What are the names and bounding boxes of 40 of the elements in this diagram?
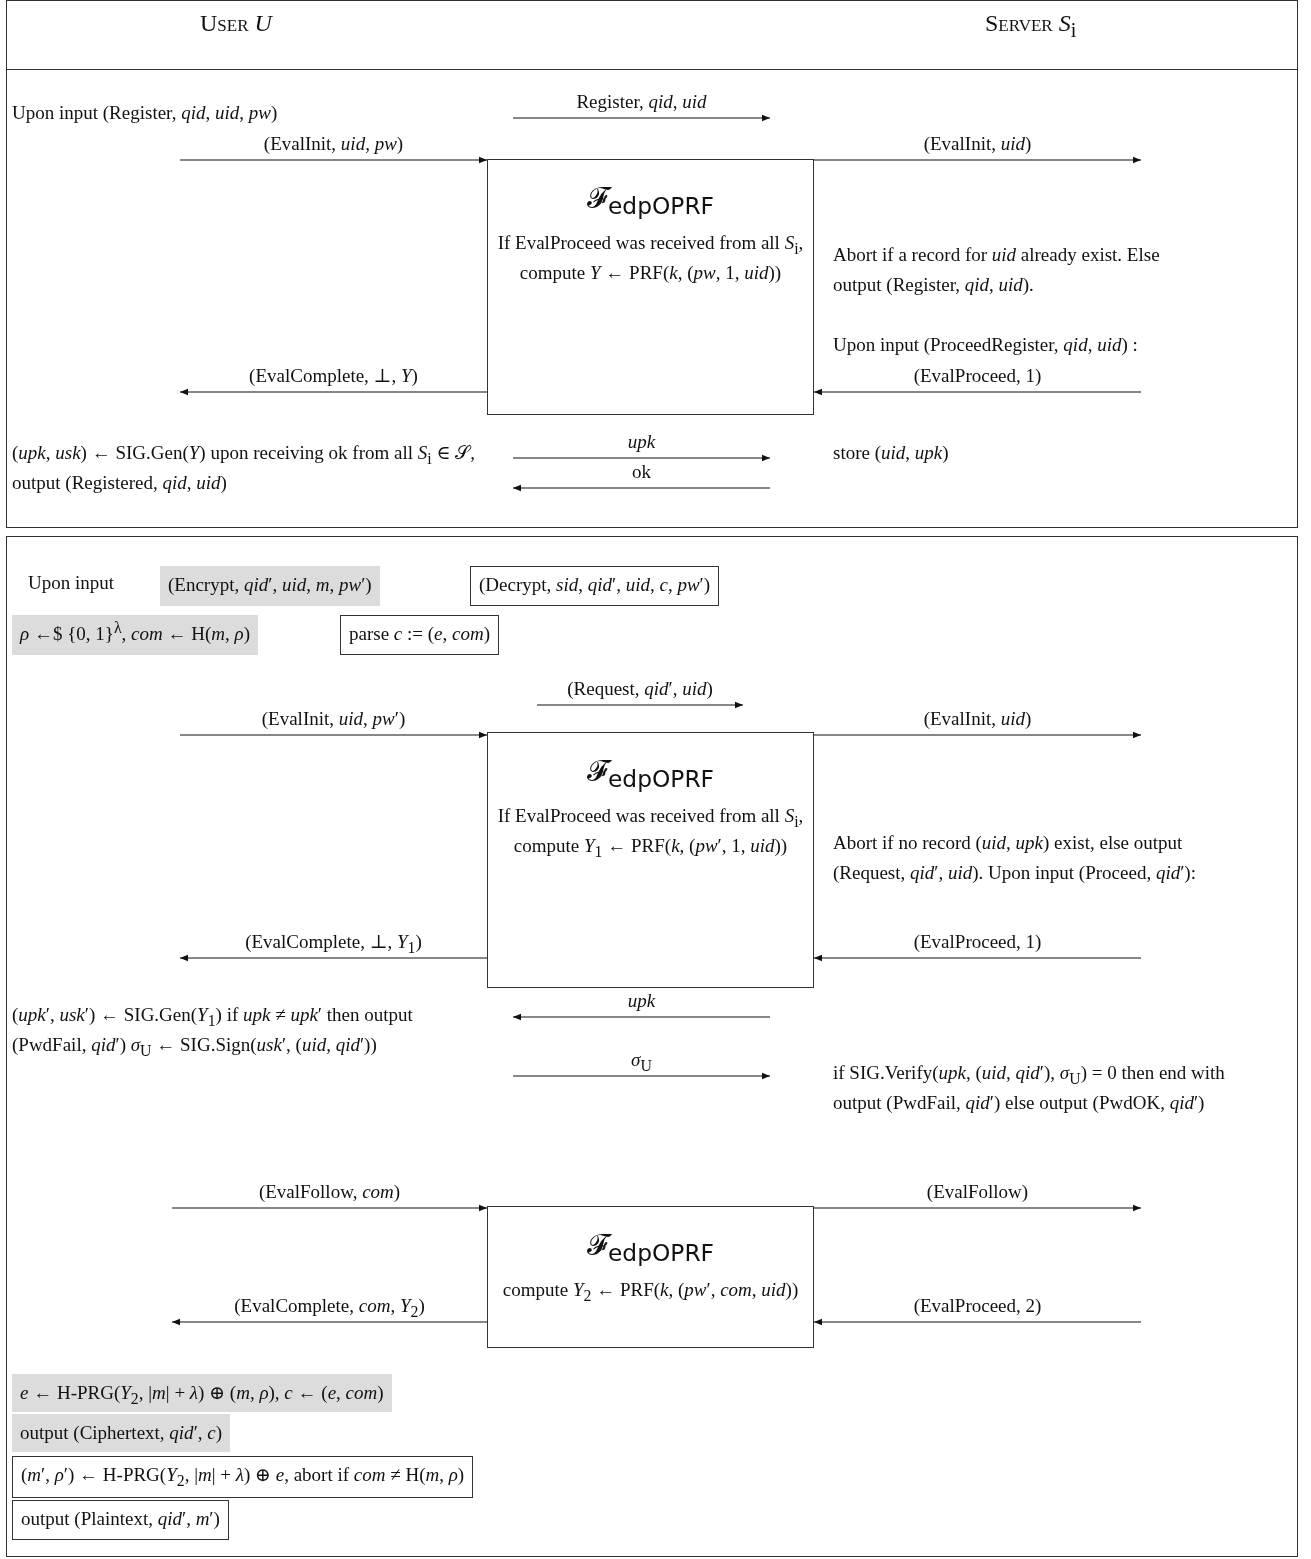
highlighted-step: e ← H-PRG(Y$_{2}$, |m| + λ) ⊕ (m, ρ), c ← (e, com) [12, 1374, 392, 1412]
message-arrow [813, 1204, 1142, 1212]
boxed-step: (m′, ρ′) ← H-PRG(Y$_{2}$, |m| + λ) ⊕ e, abort if com ≠ H(m, ρ) [12, 1456, 474, 1498]
functionality-text: If EvalProceed was received from all S$_{i}$, compute Y$_{1}$ ← PRF(k, (pw′, 1, uid)) [496, 804, 805, 861]
functionality-name: 𝓕$_{edpOPRF}$ [587, 1227, 714, 1265]
step-text: Upon input (ProceedRegister, qid, uid) : [833, 333, 1138, 357]
functionality-box [487, 159, 814, 415]
message-arrow [813, 388, 1142, 396]
step-text: Upon input (Register, qid, uid, pw) [12, 101, 278, 125]
functionality-name: 𝓕$_{edpOPRF}$ [587, 180, 714, 218]
message-arrow [813, 954, 1142, 962]
step-text: if SIG.Verify(upk, (uid, qid′), σ$_{U}$) = 0 then end with output (PwdFail, qid′) else output (PwdOK, qid′) [833, 1061, 1226, 1115]
boxed-step: (Decrypt, sid, qid′, uid, c, pw′) [470, 566, 720, 606]
functionality-text: If EvalProceed was received from all S$_{i}$, compute Y ← PRF(k, (pw, 1, uid)) [496, 231, 805, 285]
message-arrow [171, 1204, 488, 1212]
step-text: Abort if a record for uid already exist. Else output (Register, qid, uid). [833, 243, 1161, 297]
step-text: (upk, usk) ← SIG.Gen(Y) upon receiving ok from all S$_{i}$ ∈ 𝒮, output (Registered, qid, uid) [12, 441, 477, 495]
message-arrow [813, 156, 1142, 164]
highlighted-step: output (Ciphertext, qid′, c) [12, 1414, 231, 1452]
boxed-step: parse c := (e, com) [340, 615, 500, 655]
functionality-box [487, 1206, 814, 1348]
message-arrow [813, 731, 1142, 739]
step-text: store (uid, upk) [833, 441, 949, 465]
functionality-name: 𝓕$_{edpOPRF}$ [587, 753, 714, 791]
message-arrow [813, 1318, 1142, 1326]
boxed-step: output (Plaintext, qid′, m′) [12, 1500, 229, 1540]
message-arrow [179, 388, 488, 396]
message-arrow [171, 1318, 488, 1326]
message-arrow [179, 156, 488, 164]
functionality-text: compute Y$_{2}$ ← PRF(k, (pw′, com, uid)) [501, 1278, 800, 1305]
message-arrow [179, 954, 488, 962]
column-heading: User U [200, 9, 272, 38]
step-text: Abort if no record (uid, upk) exist, else output (Request, qid′, uid). Upon input (Proceed, qid′): [833, 831, 1197, 885]
highlighted-step: ρ ←$ {0, 1}$^{λ}$, com ← H(m, ρ) [12, 615, 258, 655]
highlighted-step: (Encrypt, qid′, uid, m, pw′) [160, 566, 380, 606]
functionality-box [487, 732, 814, 988]
step-text: Upon input [28, 571, 115, 595]
step-text: (upk′, usk′) ← SIG.Gen(Y$_{1}$) if upk ≠ upk′ then output (PwdFail, qid′) σ$_{U}$ ← SIG.Sign(usk′, (uid, qid′)) [12, 1003, 414, 1060]
column-heading: Server S$_{i}$ [985, 9, 1077, 38]
message-arrow [179, 731, 488, 739]
